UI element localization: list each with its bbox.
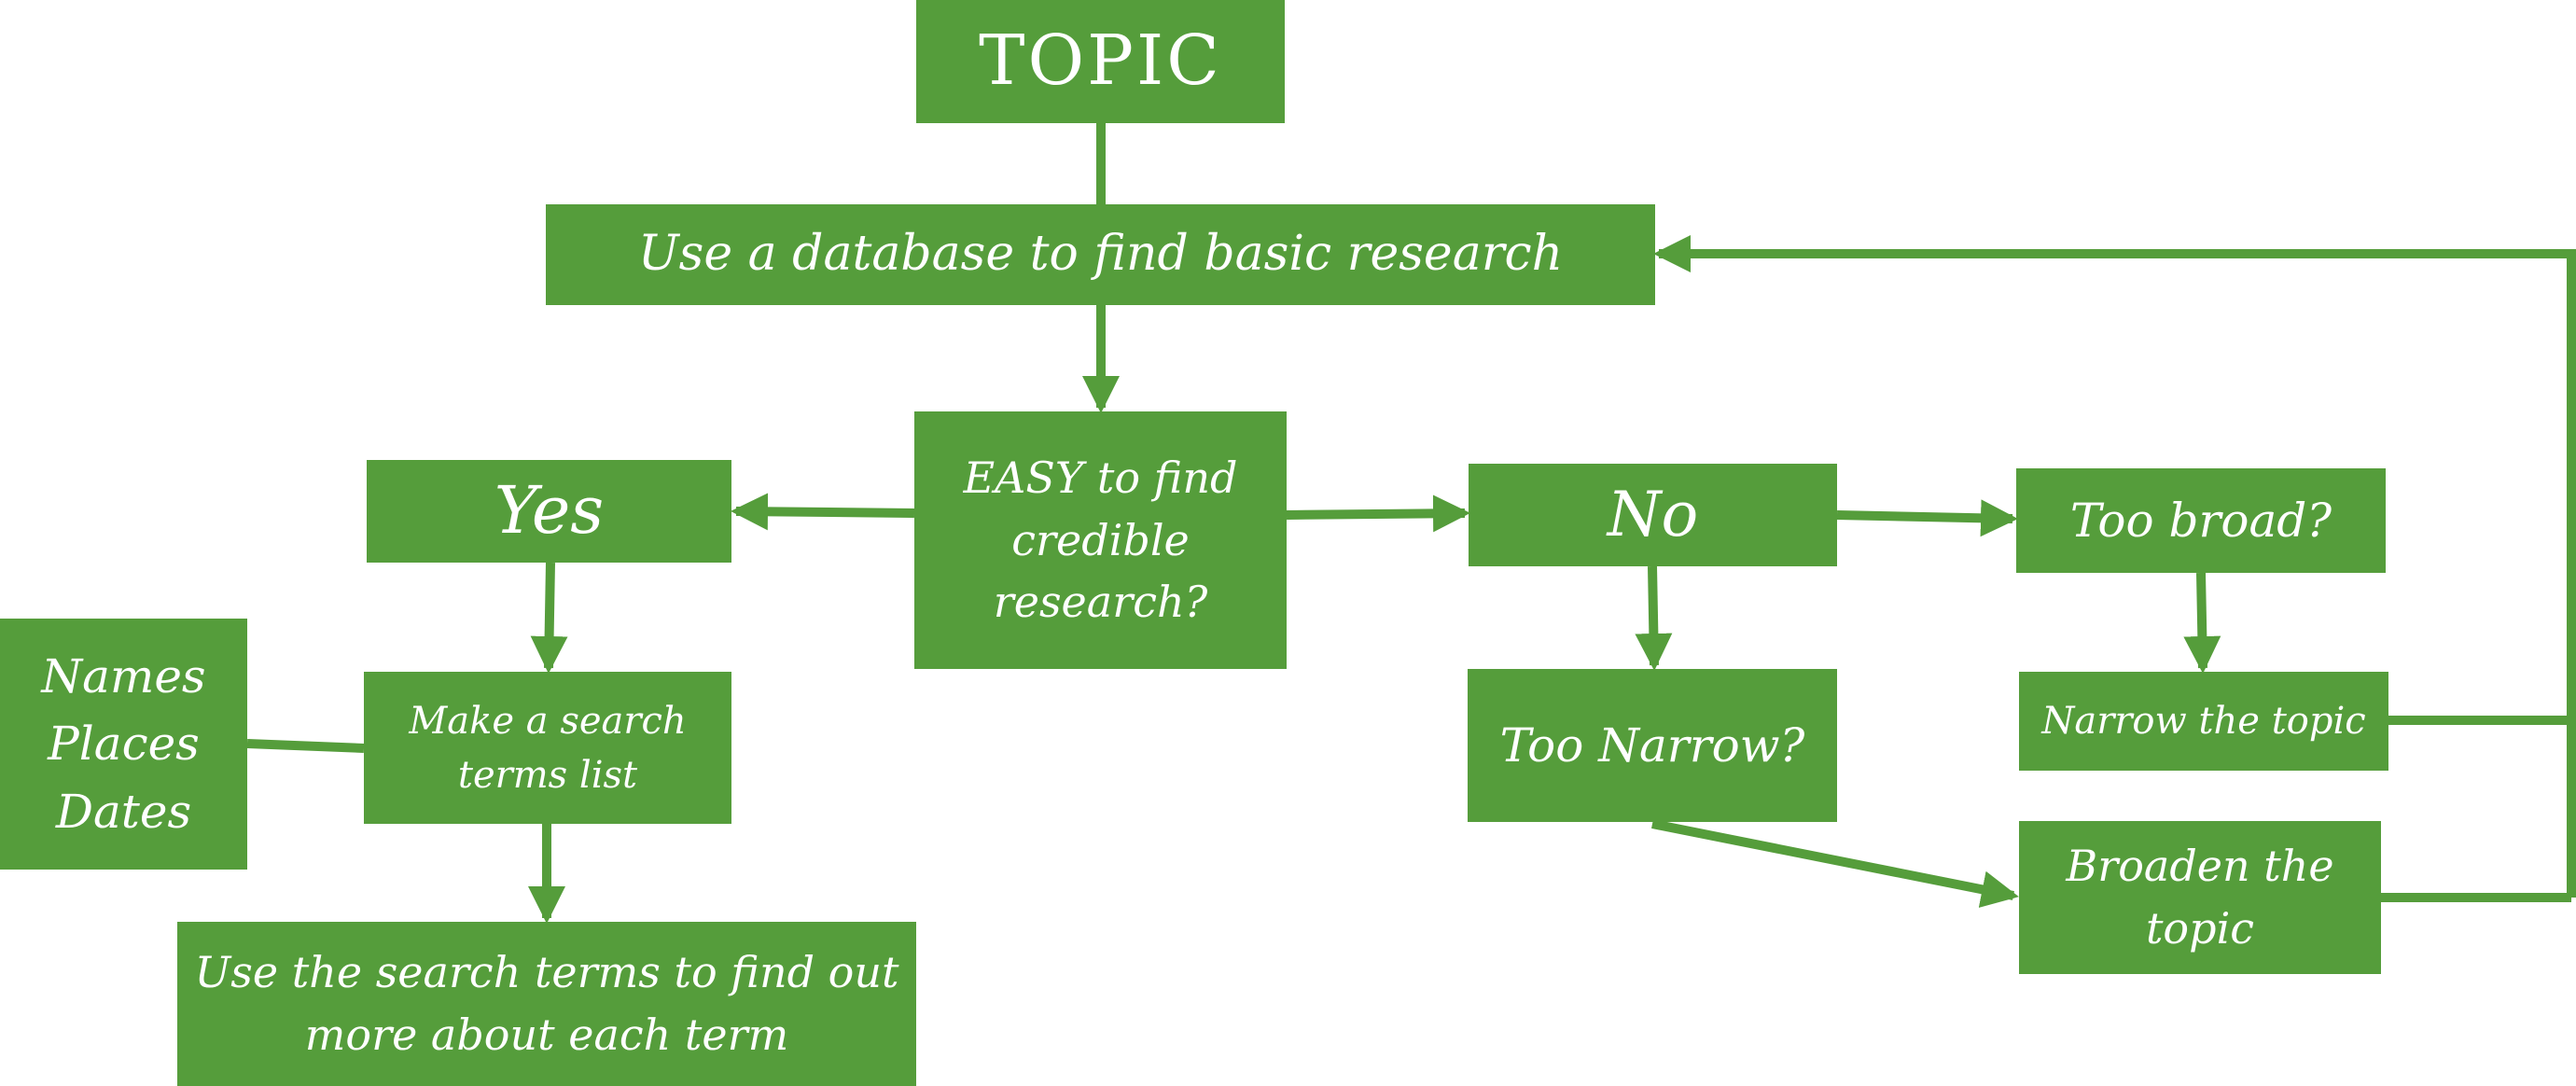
arrow-easy-to-yes [731,493,915,531]
arrow-narrow-topic-to-database [1653,235,2576,725]
broaden-the-topic-box: Broaden the topic [2019,821,2381,974]
narrow-the-topic-box: Narrow the topic [2019,672,2388,771]
too-narrow-box: Too Narrow? [1468,669,1837,822]
connector-make-list-to-names [246,739,365,753]
database-step-box: Use a database to find basic research [546,204,1655,305]
arrow-easy-to-no [1286,494,1470,533]
arrow-yes-to-make-list [530,562,568,674]
arrow-too-narrow-to-broaden-topic [1651,819,2019,908]
no-box: No [1469,464,1837,566]
easy-to-find-decision-box: EASY to find credible research? [914,411,1287,669]
arrow-too-broad-to-narrow-topic [2183,572,2221,674]
names-places-dates-box: Names Places Dates [0,619,247,870]
too-broad-box: Too broad? [2016,468,2386,573]
make-search-terms-list-box: Make a search terms list [364,672,731,824]
arrow-no-to-too-narrow [1635,565,1673,671]
yes-box: Yes [367,460,731,563]
topic-box: TOPIC [916,0,1285,123]
arrow-no-to-too-broad [1836,499,2018,537]
use-search-terms-box: Use the search terms to find out more ab… [177,922,916,1086]
